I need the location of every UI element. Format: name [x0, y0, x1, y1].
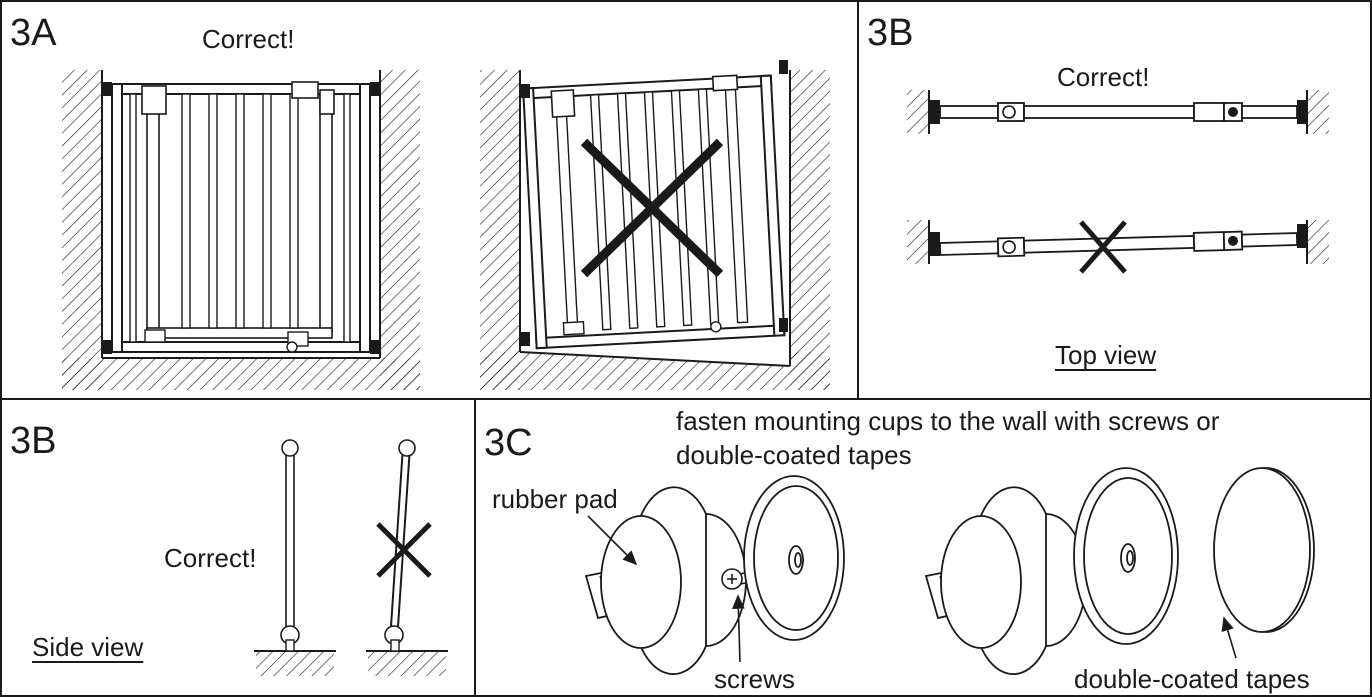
- mounting-cup-for-tape: [1073, 467, 1179, 645]
- panel-3b-side-view: 3B Correct! Side view: [0, 398, 476, 697]
- mounting-cup-with-screw-hole: [743, 475, 845, 641]
- screws-label: screws: [714, 664, 795, 694]
- panel-label-3c: 3C: [484, 422, 533, 464]
- instruction-line-2: double-coated tapes: [676, 440, 912, 470]
- correct-pressure-bar: [907, 90, 1329, 134]
- instruction-line-1: fasten mounting cups to the wall with sc…: [676, 406, 1220, 436]
- top-view-label: Top view: [1055, 340, 1157, 370]
- pressure-bar-top-view-diagram: [907, 90, 1329, 274]
- rubber-pad-with-screw-rod: [584, 486, 747, 675]
- panel-3a: 3A Correct!: [0, 0, 859, 400]
- panel-label-3b-top: 3B: [867, 12, 914, 54]
- mounting-cup-diagram: [584, 467, 1315, 675]
- correct-vertical-bar: [254, 439, 336, 676]
- incorrect-pressure-bar: [907, 220, 1329, 274]
- correct-gate-illustration: [62, 70, 420, 390]
- side-view-label: Side view: [32, 632, 144, 662]
- pressure-bar-side-view-diagram: [254, 439, 448, 676]
- double-coated-tape-disc: [1213, 467, 1315, 633]
- correct-label-3b-side: Correct!: [164, 543, 257, 573]
- rubber-pad-label: rubber pad: [492, 484, 618, 514]
- incorrect-gate-illustration: [480, 60, 830, 390]
- double-coated-tapes-label: double-coated tapes: [1074, 664, 1310, 694]
- rubber-pad-with-tape-rod: [924, 486, 1087, 675]
- correct-label-3b-top: Correct!: [1057, 62, 1150, 92]
- panel-3b-top-view: 3B Correct! Top view: [857, 0, 1372, 400]
- panel-3c: 3C fasten mounting cups to the wall with…: [474, 398, 1372, 697]
- incorrect-tilted-bar: [366, 439, 448, 676]
- gate-installation-diagram: [62, 60, 830, 390]
- correct-label-3a: Correct!: [202, 24, 295, 54]
- panel-label-3b-side: 3B: [10, 420, 57, 462]
- panel-label-3a: 3A: [10, 12, 57, 54]
